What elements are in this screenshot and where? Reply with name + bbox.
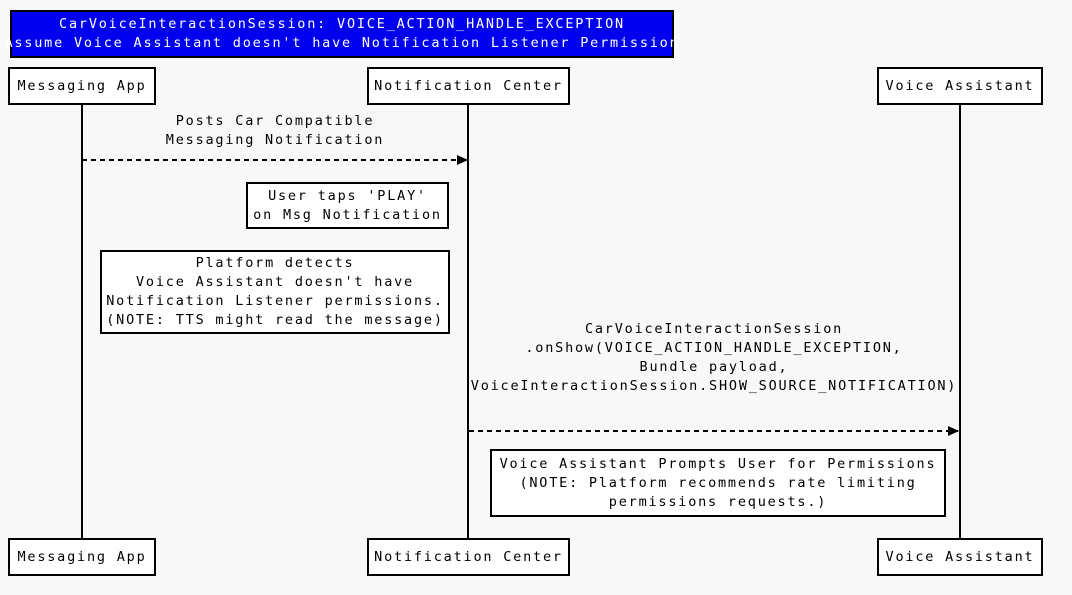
note-line: Platform detects — [195, 255, 355, 271]
actor-label: Notification Center — [374, 77, 563, 94]
actor-label: Messaging App — [17, 77, 147, 94]
actor-top-voice-assistant: Voice Assistant — [877, 67, 1043, 105]
actor-bottom-messaging-app: Messaging App — [8, 538, 156, 576]
message-1-label: Posts Car Compatible Messaging Notificat… — [82, 112, 468, 150]
title-line-1: CarVoiceInteractionSession: VOICE_ACTION… — [59, 16, 625, 32]
title-line-2: Assume Voice Assistant doesn't have Noti… — [4, 35, 680, 51]
lifeline-messaging-app — [81, 105, 83, 538]
message-2-label-line-4: VoiceInteractionSession.SHOW_SOURCE_NOTI… — [470, 378, 958, 394]
message-2-label-line-2: .onShow(VOICE_ACTION_HANDLE_EXCEPTION, — [525, 340, 903, 356]
actor-top-notification-center: Notification Center — [367, 67, 570, 105]
message-1-label-line-2: Messaging Notification — [165, 132, 385, 148]
note-user-taps-play: User taps 'PLAY' on Msg Notification — [246, 182, 449, 229]
note-line: Voice Assistant doesn't have — [136, 274, 414, 290]
note-line: Voice Assistant Prompts User for Permiss… — [499, 455, 937, 472]
note-voice-assistant-prompts: Voice Assistant Prompts User for Permiss… — [490, 449, 946, 517]
lifeline-notification-center — [467, 105, 469, 538]
actor-label: Voice Assistant — [885, 77, 1035, 94]
arrowhead-right-icon — [948, 426, 959, 436]
actor-top-messaging-app: Messaging App — [8, 67, 156, 105]
lifeline-voice-assistant — [959, 105, 961, 538]
note-line: User taps 'PLAY' — [268, 187, 427, 204]
note-line: (NOTE: TTS might read the message) — [106, 312, 444, 328]
actor-bottom-notification-center: Notification Center — [367, 538, 570, 576]
arrowhead-right-icon — [457, 155, 468, 165]
message-1-label-line-1: Posts Car Compatible — [175, 113, 375, 129]
message-2-dashed-arrow — [469, 426, 959, 436]
note-line: on Msg Notification — [253, 206, 442, 223]
message-2-label-line-3: Bundle payload, — [639, 359, 789, 375]
actor-bottom-voice-assistant: Voice Assistant — [877, 538, 1043, 576]
actor-label: Notification Center — [374, 548, 563, 565]
actor-label: Messaging App — [17, 548, 147, 565]
actor-label: Voice Assistant — [885, 548, 1035, 565]
diagram-title-box: CarVoiceInteractionSession: VOICE_ACTION… — [4, 10, 678, 58]
note-line: (NOTE: Platform recommends rate limiting — [519, 474, 917, 491]
message-1-dashed-arrow — [82, 155, 468, 165]
note-platform-detects: Platform detects Voice Assistant doesn't… — [100, 250, 450, 334]
message-2-label: CarVoiceInteractionSession .onShow(VOICE… — [458, 320, 970, 396]
note-line: Notification Listener permissions. — [106, 293, 444, 309]
message-2-label-line-1: CarVoiceInteractionSession — [584, 321, 844, 337]
note-line: permissions requests.) — [608, 493, 828, 510]
